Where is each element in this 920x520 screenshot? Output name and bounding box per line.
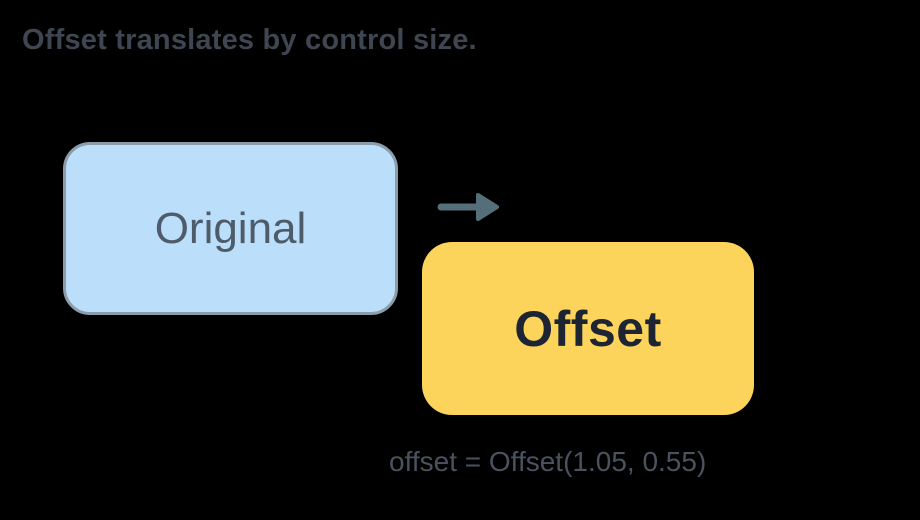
- original-box-label: Original: [154, 203, 307, 253]
- right-arrow-icon: [436, 192, 502, 222]
- original-box: Original: [63, 142, 398, 315]
- offset-box: Offset: [422, 242, 754, 415]
- offset-box-label: Offset: [514, 300, 662, 357]
- offset-code-caption: offset = Offset(1.05, 0.55): [389, 446, 707, 477]
- diagram-title: Offset translates by control size.: [22, 24, 477, 56]
